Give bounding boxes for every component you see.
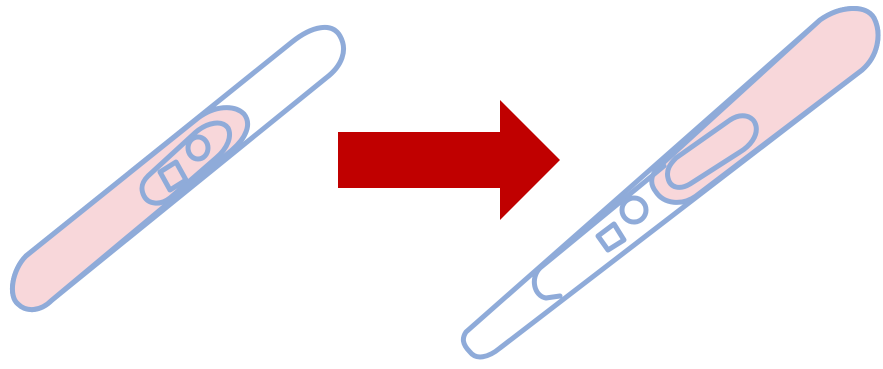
after-pink-region: [649, 5, 881, 205]
after-test-strip: [460, 5, 881, 360]
before-round-window: [185, 134, 211, 162]
after-square-window: [595, 221, 627, 253]
after-round-window: [619, 195, 649, 225]
after-grip-outline: [531, 163, 667, 301]
before-square-window: [157, 159, 189, 193]
before-pink-region: [9, 105, 250, 312]
after-result-window: [665, 113, 759, 190]
before-test-strip: [9, 25, 346, 312]
before-result-window: [139, 120, 232, 206]
right-arrow-icon: [338, 100, 560, 220]
